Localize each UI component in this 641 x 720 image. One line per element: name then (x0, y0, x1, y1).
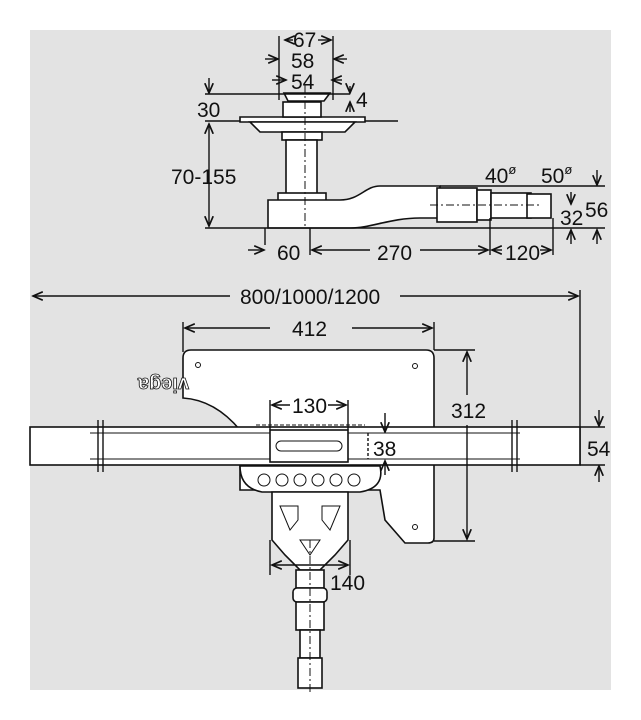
dim-outlet-width: 130 (292, 395, 327, 418)
dim-outlet-50: 50ø (541, 162, 572, 188)
side-view: 67 58 54 4 30 70-155 40ø 50ø 32 56 60 27… (171, 29, 608, 265)
outlet-holes (257, 473, 361, 487)
dim-channel-inner: 38 (373, 438, 396, 461)
dim-outlet-40: 40ø (485, 162, 516, 188)
dim-cap-height: 4 (356, 89, 368, 112)
dim-plate-width: 412 (292, 318, 327, 341)
dim-grate-mid: 58 (291, 50, 314, 73)
dim-body-width: 140 (330, 572, 365, 595)
dim-base-60: 60 (277, 242, 300, 265)
dim-length-120: 120 (505, 242, 540, 265)
dim-top-height: 30 (197, 99, 220, 122)
top-view: viega 800/1000/1200 412 312 130 3 (29, 286, 611, 695)
viega-logo: viega (137, 373, 189, 395)
dim-length-270: 270 (377, 242, 412, 265)
dim-total-length: 800/1000/1200 (240, 286, 380, 309)
dim-channel-outer: 54 (587, 438, 611, 461)
dim-grate-inner: 54 (291, 71, 315, 94)
dim-pipe-56: 56 (585, 199, 608, 222)
dim-install-height: 70-155 (171, 166, 236, 189)
dim-grate-outer: 67 (293, 29, 316, 52)
dim-pipe-32: 32 (560, 207, 583, 230)
dim-plate-height: 312 (451, 400, 486, 423)
